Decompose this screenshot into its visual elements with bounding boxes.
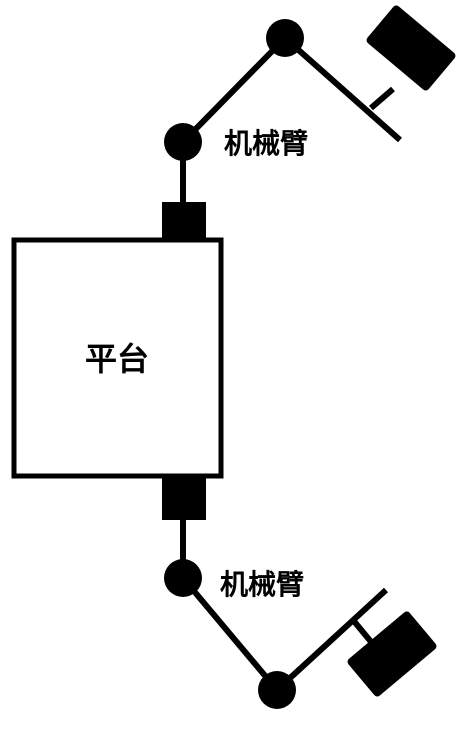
upper-arm-upper-link [283,35,402,143]
upper-arm-base-joint [164,123,202,161]
lower-robot-arm: 机械臂 [164,520,437,709]
lower-arm-lower-link [180,576,280,692]
lower-arm-end-effector [347,611,437,697]
upper-robot-arm: 机械臂 [164,5,456,202]
upper-arm-elbow-joint [266,19,304,57]
bottom-connector-block [162,476,206,520]
lower-arm-label: 机械臂 [220,568,304,601]
lower-arm-upper-link [274,587,389,693]
platform-label: 平台 [85,340,149,378]
upper-arm-label: 机械臂 [224,127,308,160]
platform-box [11,237,224,479]
upper-arm-wrist-link [369,86,395,111]
top-connector-block [162,202,206,240]
upper-arm-lower-link [180,35,288,145]
upper-arm-end-effector [366,5,456,91]
lower-arm-base-joint [164,559,202,597]
lower-arm-elbow-joint [258,671,296,709]
lower-arm-wrist-link [350,618,375,645]
